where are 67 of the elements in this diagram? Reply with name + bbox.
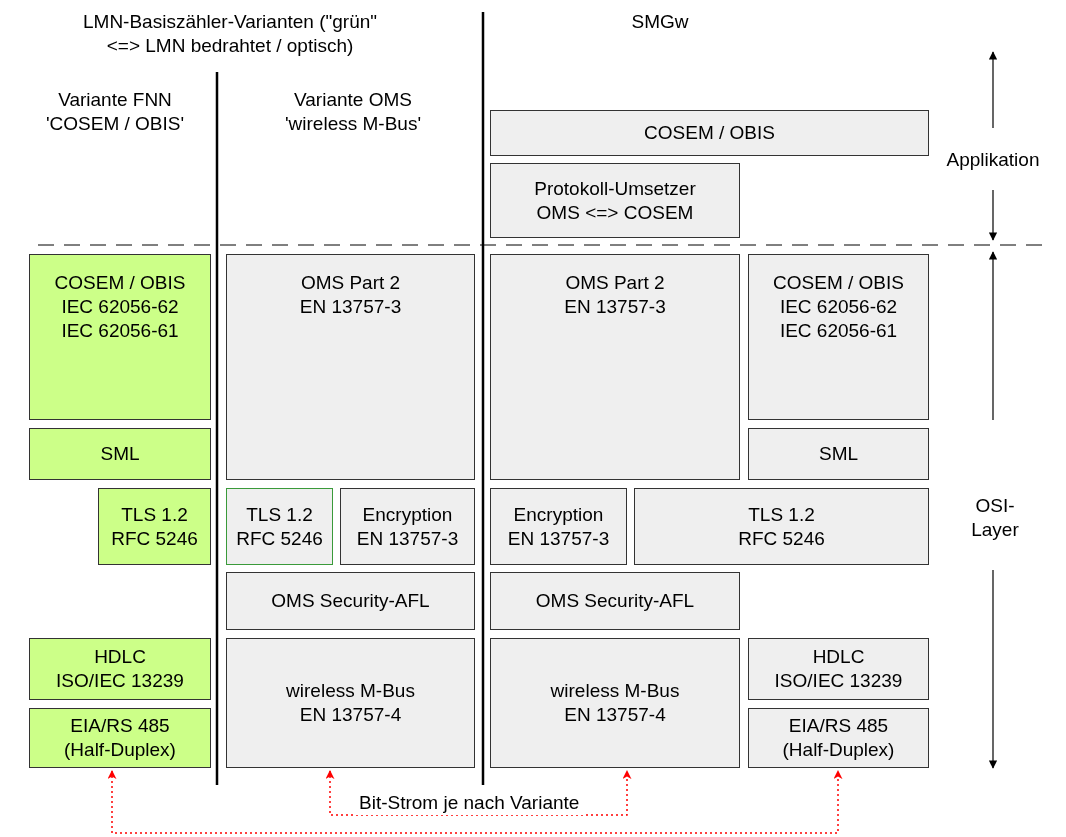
layer-text: EN 13757-3 [298, 295, 403, 319]
protocol-layer-box [226, 572, 475, 630]
layer-label: Applikation [945, 148, 1041, 172]
layer-text: EIA/RS 485 [787, 714, 890, 738]
protocol-layer-box [98, 488, 211, 565]
layer-text: RFC 5246 [110, 526, 199, 551]
layer-text: Encryption [512, 502, 605, 527]
layer-text: RFC 5246 [737, 526, 826, 551]
layer-text: TLS 1.2 [120, 502, 189, 527]
layer-text: HDLC [93, 645, 147, 669]
protocol-layer-box [29, 638, 211, 700]
protocol-layer-box [226, 254, 475, 480]
layer-text: IEC 62056-62 [778, 295, 899, 319]
protocol-layer-box [490, 572, 740, 630]
protocol-layer-box [490, 488, 627, 565]
protocol-layer-box [340, 488, 475, 565]
column-heading: SMGw [630, 10, 690, 34]
connector-arrow [325, 770, 632, 816]
layer-text: RFC 5246 [235, 526, 324, 551]
column-heading: Variante FNN 'COSEM / OBIS' [44, 88, 186, 136]
layer-text: (Half-Duplex) [63, 738, 177, 762]
layer-text: TLS 1.2 [747, 502, 816, 527]
layer-text: wireless M-Bus [549, 679, 681, 703]
layer-text: COSEM / OBIS [53, 271, 187, 295]
protocol-layer-box [748, 254, 929, 420]
layer-text: SML [817, 442, 860, 466]
layer-text: IEC 62056-62 [60, 295, 180, 319]
protocol-layer-box [29, 254, 211, 420]
layer-text: Encryption [361, 502, 454, 527]
layer-text: ISO/IEC 13239 [773, 669, 904, 693]
layer-text: OMS Part 2 [564, 271, 666, 295]
layer-text: OMS Security-AFL [270, 589, 431, 613]
protocol-layer-box [226, 638, 475, 768]
layer-text: EIA/RS 485 [69, 714, 171, 738]
layer-text: EN 13757-4 [563, 703, 667, 727]
layer-text: OMS Security-AFL [534, 589, 696, 613]
protocol-layer-box [490, 163, 740, 238]
protocol-layer-box [748, 638, 929, 700]
layer-text: wireless M-Bus [285, 679, 416, 703]
layer-text: COSEM / OBIS [643, 121, 776, 145]
protocol-layer-box [490, 254, 740, 480]
layer-text: IEC 62056-61 [60, 319, 180, 343]
protocol-layer-box [29, 428, 211, 480]
layer-text: Protokoll-Umsetzer OMS <=> COSEM [533, 176, 697, 225]
layer-label: OSI-Layer [970, 494, 1020, 542]
layer-text: (Half-Duplex) [781, 738, 896, 762]
layer-text: EN 13757-4 [298, 703, 403, 727]
protocol-layer-box [29, 708, 211, 768]
protocol-layer-box [748, 708, 929, 768]
layer-text: ISO/IEC 13239 [55, 669, 185, 693]
layer-text: COSEM / OBIS [772, 271, 905, 295]
column-heading: Variante OMS 'wireless M-Bus' [283, 88, 423, 136]
layer-text: EN 13757-3 [355, 526, 460, 551]
connector-arrow [107, 770, 843, 834]
layer-text: EN 13757-3 [563, 295, 667, 319]
layer-text: OMS Part 2 [299, 271, 402, 295]
protocol-layer-box [748, 428, 929, 480]
layer-text: SML [99, 442, 141, 466]
protocol-layer-box [490, 638, 740, 768]
column-heading: LMN-Basiszähler-Varianten ("grün" <=> LMN bedrahtet / optisch) [82, 10, 378, 58]
layer-text: HDLC [811, 645, 866, 669]
layer-text: TLS 1.2 [245, 502, 314, 527]
layer-text: IEC 62056-61 [778, 319, 899, 343]
layer-text: EN 13757-3 [506, 526, 611, 551]
protocol-layer-box [226, 488, 333, 565]
protocol-layer-box [490, 110, 929, 156]
protocol-layer-box [634, 488, 929, 565]
